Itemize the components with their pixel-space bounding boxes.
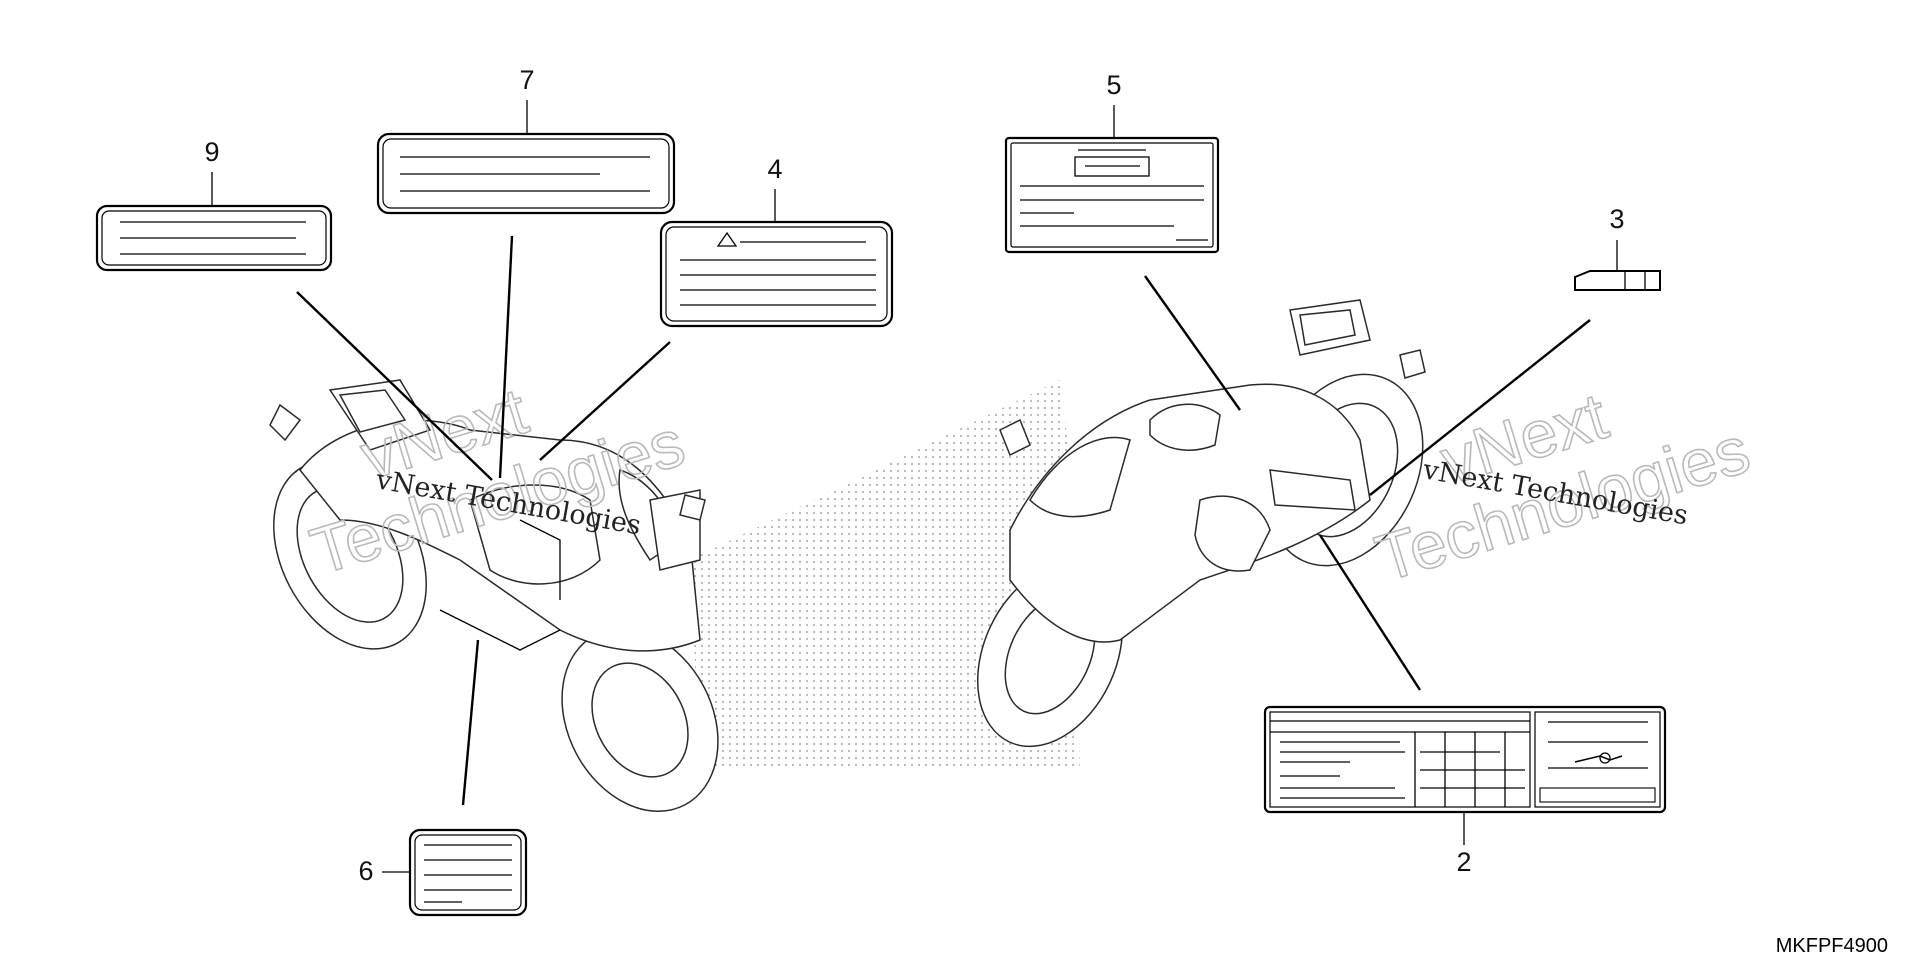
right-motorcycle-illustration	[976, 299, 1426, 748]
watermark-right: vNext Technologies vNext Technologies	[1367, 377, 1759, 596]
leader-2	[1318, 534, 1422, 691]
tool-icon	[1574, 755, 1623, 763]
label-9[interactable]	[95, 204, 333, 272]
label-4[interactable]	[659, 220, 894, 328]
leader-7	[498, 235, 514, 479]
callout-3: 3	[1609, 204, 1624, 234]
callout-7: 7	[519, 65, 534, 95]
label-3[interactable]	[1574, 270, 1661, 291]
label-2[interactable]	[1263, 705, 1667, 814]
callout-4: 4	[767, 154, 782, 184]
callout-5: 5	[1106, 70, 1121, 100]
label-7[interactable]	[376, 132, 676, 215]
label-6[interactable]	[408, 828, 528, 917]
leader-4	[539, 341, 671, 461]
leader-5	[1144, 275, 1241, 411]
leader-9	[296, 291, 493, 481]
callout-6: 6	[358, 856, 373, 886]
warning-icon	[716, 231, 738, 247]
leader-6	[461, 639, 480, 806]
label-5[interactable]	[1004, 136, 1220, 254]
diagram-code: MKFPF4900	[1776, 935, 1888, 957]
left-motorcycle-illustration	[269, 379, 719, 813]
leader-3	[1369, 319, 1591, 496]
callout-2: 2	[1456, 847, 1471, 877]
callout-9: 9	[204, 137, 219, 167]
